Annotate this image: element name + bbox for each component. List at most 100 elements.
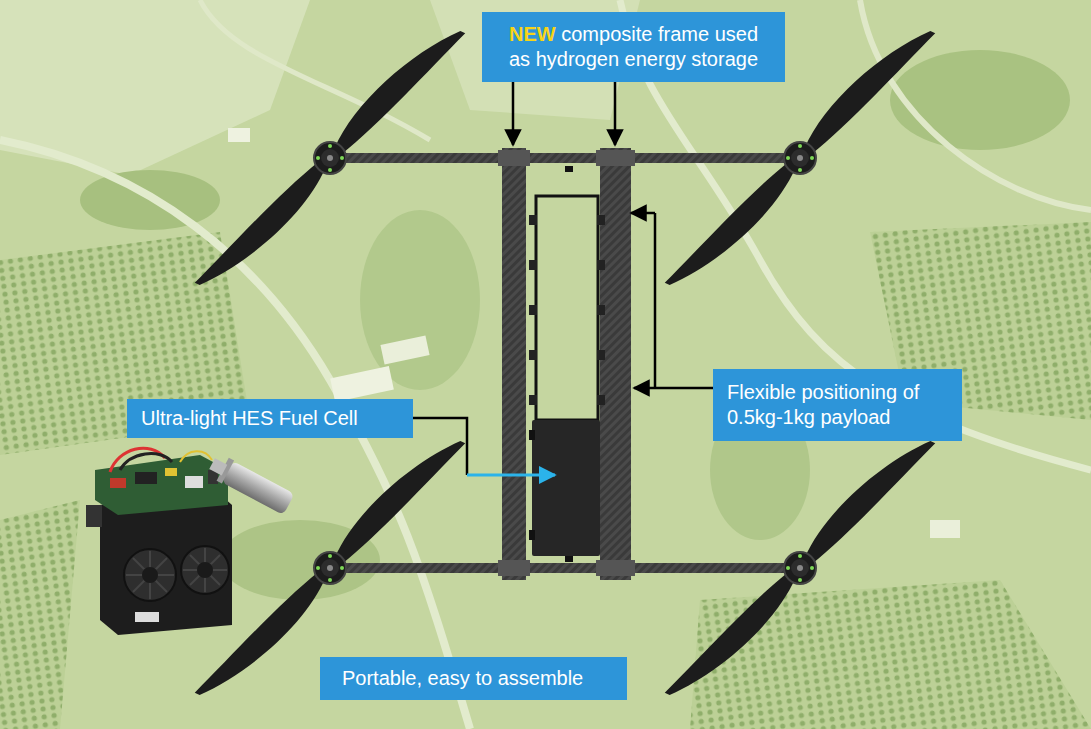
- payload-bay-part: [529, 305, 537, 315]
- callout-text: Flexible positioning of 0.5kg-1kg payloa…: [727, 380, 948, 430]
- payload-bay-part: [529, 395, 537, 405]
- callout-text: Portable, easy to assemble: [342, 666, 605, 691]
- drone-frame-part: [600, 148, 631, 580]
- callout-text: NEW: [509, 23, 556, 45]
- drone-frame-part: [498, 560, 530, 576]
- fuel-cell-photo-part: [183, 548, 227, 592]
- drone-frame-part: [502, 148, 526, 580]
- motors-part-part: [810, 566, 814, 570]
- propellers-part: [191, 19, 469, 297]
- leader-lines-part: [614, 82, 617, 145]
- fuel-cell-photo-part: [197, 562, 213, 578]
- hydrogen-cylinder-part: [209, 458, 227, 475]
- drone-frame: [330, 148, 800, 580]
- motors-part-part: [784, 552, 816, 584]
- aerial-background-part: [360, 210, 480, 390]
- propellers-part-part: [661, 570, 805, 707]
- payload-bay-part: [597, 215, 605, 225]
- propellers-part-part: [795, 19, 939, 156]
- callout-box: Flexible positioning of 0.5kg-1kg payloa…: [713, 369, 962, 441]
- fuel-cell-photo: [86, 448, 232, 635]
- propellers-part-part: [325, 19, 469, 156]
- propellers-part-part: [191, 160, 335, 297]
- leader-lines-part: [512, 82, 515, 145]
- motors-part-part: [328, 554, 332, 558]
- aerial-background-part: [690, 580, 1091, 729]
- drone-frame-part: [330, 563, 800, 573]
- leader-lines-part: [634, 387, 713, 390]
- motors-part-part: [791, 149, 809, 167]
- drone-frame-part: [330, 153, 800, 163]
- fuel-cell-module-part: [529, 430, 535, 440]
- motors-part-part: [321, 149, 339, 167]
- aerial-background-part: [0, 140, 470, 729]
- payload-bay-part: [597, 305, 605, 315]
- callout-box: Ultra-light HES Fuel Cell: [127, 399, 413, 438]
- payload-bay-part: [529, 350, 537, 360]
- fuel-cell-photo-part: [135, 472, 157, 484]
- payload-bay-part: [529, 260, 537, 270]
- leader-lines-part: [413, 418, 467, 475]
- aerial-background-part: [860, 0, 1091, 210]
- callout-box: Portable, easy to assemble: [320, 657, 627, 700]
- motors-part-part: [316, 156, 320, 160]
- motors-part-part: [327, 565, 333, 571]
- motors-part: [314, 552, 346, 584]
- motors-part-part: [786, 156, 790, 160]
- payload-bay-part: [536, 196, 598, 420]
- motors-part-part: [797, 155, 803, 161]
- fuel-cell-module: [529, 420, 600, 556]
- propellers-part: [661, 429, 939, 707]
- payload-bay: [529, 196, 605, 420]
- motors-part: [314, 142, 346, 174]
- callout-box: NEWcomposite frame used as hydrogen ener…: [482, 12, 785, 82]
- motors-part-part: [810, 156, 814, 160]
- propellers-part-part: [661, 160, 805, 297]
- aerial-background-part: [228, 128, 250, 142]
- payload-bay-part: [529, 215, 537, 225]
- motors-part-part: [328, 168, 332, 172]
- drone-frame-part: [565, 166, 573, 172]
- callout-text: Ultra-light HES Fuel Cell: [141, 406, 399, 431]
- motors-part-part: [797, 565, 803, 571]
- fuel-cell-photo-part: [126, 551, 174, 599]
- fuel-cell-photo-part: [124, 549, 176, 601]
- drone-frame-part: [498, 150, 530, 166]
- leader-lines-part: [467, 474, 555, 477]
- fuel-cell-photo-part: [120, 454, 172, 470]
- motors-part-part: [340, 156, 344, 160]
- leader-lines-part: [631, 212, 655, 215]
- motors-part-part: [798, 144, 802, 148]
- leader-lines: [413, 82, 713, 475]
- propellers: [191, 19, 939, 707]
- drone-frame-part: [565, 556, 573, 562]
- fuel-cell-module-part: [529, 530, 535, 540]
- aerial-background-part: [380, 335, 429, 364]
- motors-part-part: [314, 142, 346, 174]
- fuel-cell-photo-part: [181, 546, 229, 594]
- payload-bay-part: [597, 395, 605, 405]
- motors-part-part: [786, 566, 790, 570]
- motors-part: [784, 142, 816, 174]
- payload-bay-part: [597, 260, 605, 270]
- drone-frame-part: [596, 560, 635, 576]
- motors-part-part: [340, 566, 344, 570]
- aerial-background-part: [330, 366, 394, 402]
- motors-part-part: [798, 168, 802, 172]
- motors-part-part: [321, 559, 339, 577]
- motors-part-part: [314, 552, 346, 584]
- motors-part-part: [791, 559, 809, 577]
- motors-part: [784, 552, 816, 584]
- leader-lines-part: [654, 213, 657, 388]
- fuel-cell-photo-part: [86, 505, 102, 527]
- fuel-cell-module-part: [532, 420, 600, 556]
- fuel-cell-photo-part: [135, 612, 159, 622]
- fuel-cell-photo-part: [142, 567, 158, 583]
- aerial-background-part: [200, 0, 430, 140]
- aerial-background-part: [0, 500, 80, 729]
- fuel-cell-photo-part: [180, 451, 212, 462]
